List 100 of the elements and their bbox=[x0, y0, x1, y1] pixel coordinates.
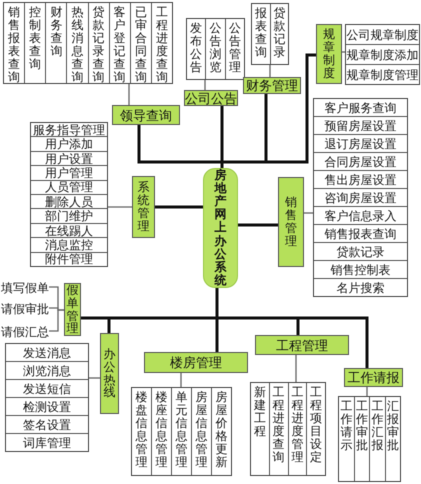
item-label: 工程项目设定 bbox=[310, 386, 322, 464]
item-label: 附件管理 bbox=[45, 253, 93, 266]
category-label: 办公热线 bbox=[104, 348, 116, 400]
menu-item bbox=[6, 416, 88, 434]
item-label: 公司规章制度 bbox=[346, 28, 418, 40]
menu-item bbox=[314, 117, 407, 135]
item-label: 咨询房屋设置 bbox=[324, 192, 396, 204]
category-label: 销售管理 bbox=[285, 196, 297, 248]
connector-line bbox=[238, 224, 278, 226]
menu-item bbox=[31, 180, 107, 196]
item-label: 销售报表查询 bbox=[324, 228, 396, 240]
menu-item bbox=[31, 137, 107, 152]
item-label: 工程进度查询 bbox=[272, 386, 285, 464]
connector-line bbox=[89, 377, 100, 379]
menu-item bbox=[270, 4, 288, 64]
item-list-panel bbox=[131, 387, 232, 476]
item-list-panel bbox=[338, 396, 401, 482]
item-label: 工作审批 bbox=[356, 400, 368, 452]
menu-item bbox=[31, 224, 107, 238]
item-label: 房屋信息管理 bbox=[196, 391, 208, 469]
category-label: 工作请报 bbox=[348, 371, 400, 384]
category-label: 财务管理 bbox=[246, 79, 298, 92]
category-label: 公司公告 bbox=[185, 92, 237, 104]
category-box bbox=[344, 368, 403, 387]
item-list-panel bbox=[345, 24, 420, 85]
item-label: 报表查询 bbox=[254, 7, 267, 59]
menu-item bbox=[252, 4, 270, 64]
item-label: 售出房屋设置 bbox=[324, 174, 396, 186]
item-label: 规章制度管理 bbox=[346, 68, 418, 80]
menu-item bbox=[314, 243, 407, 261]
menu-item bbox=[31, 166, 107, 181]
menu-item bbox=[314, 189, 407, 207]
item-list-panel bbox=[3, 2, 173, 84]
category-box bbox=[100, 333, 119, 414]
connector-line bbox=[128, 84, 130, 105]
item-label: 客户服务查询 bbox=[324, 102, 396, 114]
connector-line bbox=[295, 355, 297, 382]
category-box bbox=[316, 24, 342, 84]
item-label: 销售控制表 bbox=[330, 264, 390, 276]
menu-item bbox=[251, 383, 270, 475]
menu-item bbox=[288, 383, 308, 475]
item-list-panel bbox=[251, 3, 289, 65]
category-label: 规章制度 bbox=[323, 28, 335, 80]
item-label: 楼座信息管理 bbox=[156, 391, 168, 469]
item-label: 贷款记录 bbox=[273, 7, 286, 59]
category-label: 假单管理 bbox=[66, 284, 78, 336]
item-label: 合同房屋设置 bbox=[324, 156, 396, 168]
item-label: 消息监控 bbox=[45, 238, 93, 251]
item-label: 销售报表查询 bbox=[8, 6, 20, 84]
menu-item bbox=[314, 207, 407, 225]
item-label: 汇报审批 bbox=[386, 400, 399, 452]
item-list-panel bbox=[5, 343, 89, 452]
system-title: 房地产网上办公系统 bbox=[214, 168, 226, 288]
connector-line bbox=[204, 80, 206, 90]
system-box bbox=[203, 168, 238, 288]
item-label: 贷款记录 bbox=[336, 246, 384, 258]
category-label: 工程管理 bbox=[276, 338, 328, 352]
item-label: 热线消息查询 bbox=[71, 6, 84, 84]
menu-item bbox=[370, 397, 386, 481]
menu-item bbox=[187, 19, 206, 79]
menu-item bbox=[314, 135, 407, 153]
menu-item bbox=[88, 3, 110, 83]
item-label: 工作请示 bbox=[340, 400, 352, 452]
menu-item bbox=[192, 388, 212, 475]
menu-item bbox=[31, 195, 107, 210]
leave-item-label: 请假汇总 bbox=[1, 326, 49, 338]
connector-line bbox=[180, 373, 182, 387]
item-list-panel bbox=[313, 98, 408, 297]
category-box bbox=[144, 352, 248, 373]
item-label: 工程进度查询 bbox=[156, 6, 168, 84]
item-label: 客户登记查询 bbox=[114, 6, 126, 84]
item-label: 服务指导管理 bbox=[33, 124, 105, 136]
menu-item bbox=[314, 225, 407, 243]
item-label: 用户管理 bbox=[45, 166, 93, 179]
item-label: 部门维护 bbox=[45, 210, 93, 222]
menu-item bbox=[270, 383, 288, 475]
item-label: 名片搜索 bbox=[336, 282, 384, 294]
connector-line bbox=[155, 206, 203, 208]
menu-item bbox=[339, 397, 354, 481]
menu-item bbox=[314, 171, 407, 189]
item-label: 退订房屋设置 bbox=[324, 138, 396, 150]
category-box bbox=[278, 177, 304, 267]
item-label: 控制表查询 bbox=[29, 6, 42, 71]
menu-item bbox=[6, 380, 88, 398]
category-box bbox=[132, 176, 155, 238]
connector-line bbox=[108, 206, 132, 208]
item-label: 在线踢人 bbox=[45, 224, 93, 237]
item-label: 新建工程 bbox=[254, 386, 266, 438]
item-label: 发送短信 bbox=[23, 382, 71, 394]
menu-item bbox=[132, 388, 152, 475]
item-list-panel bbox=[250, 382, 326, 476]
menu-item bbox=[314, 153, 407, 171]
item-label: 发布公告 bbox=[190, 22, 202, 74]
item-list-panel bbox=[30, 122, 108, 267]
menu-item bbox=[6, 362, 88, 380]
item-label: 人员管理 bbox=[45, 181, 93, 194]
item-label: 工作汇报 bbox=[371, 400, 384, 452]
menu-item bbox=[152, 388, 172, 475]
category-label: 系统管理 bbox=[138, 181, 150, 233]
item-label: 规章制度添加 bbox=[346, 48, 418, 60]
